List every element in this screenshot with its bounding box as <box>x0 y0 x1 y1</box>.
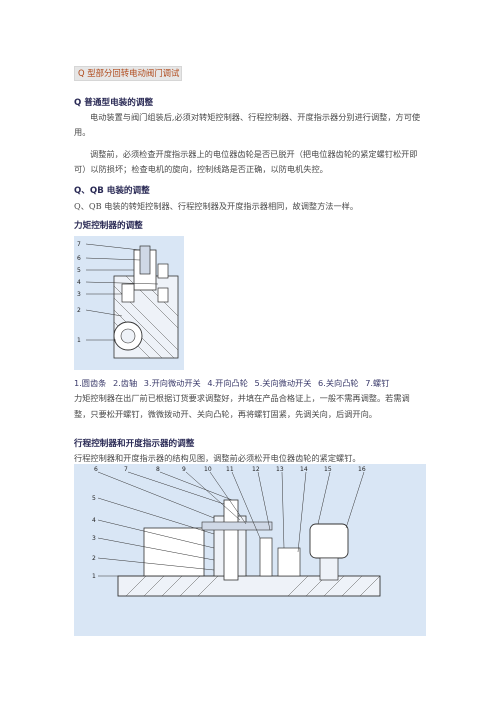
page-title: Q 型部分回转电动阀门调试 <box>74 66 182 81</box>
travel-controller-figure: 6 7 8 9 10 11 12 13 14 15 16 5 4 3 2 1 <box>74 464 426 636</box>
callout-3: 3 <box>92 535 96 542</box>
callout-9: 9 <box>182 466 186 473</box>
callout-12: 12 <box>252 466 260 473</box>
caption-item-6: 6.关向凸轮 <box>318 378 359 388</box>
caption-item-5: 5.关向微动开关 <box>254 378 312 388</box>
section-heading-q-qb: Q、QB 电装的调整 <box>74 186 150 196</box>
callout-8: 8 <box>156 466 160 473</box>
callout-13: 13 <box>276 466 284 473</box>
callout-16: 16 <box>358 466 366 473</box>
paragraph-q-qb: Q、QB 电装的转矩控制器、行程控制器及开度指示器相同，故调整方法一样。 <box>74 201 359 211</box>
callout-7: 7 <box>124 466 128 473</box>
travel-controller-drawing: 6 7 8 9 10 11 12 13 14 15 16 5 4 3 2 1 <box>92 466 381 597</box>
callout-6: 6 <box>77 255 81 262</box>
paragraph-travel: 行程控制器和开度指示器的结构见图，调整前必须松开电位器齿轮的紧定螺钉。 <box>74 453 361 463</box>
caption-item-4: 4.开向凸轮 <box>207 378 248 388</box>
callout-3: 3 <box>77 291 81 298</box>
section-heading-torque: 力矩控制器的调整 <box>74 221 143 231</box>
caption-item-3: 3.开向微动开关 <box>143 378 201 388</box>
paragraph-torque-adjust: 力矩控制器在出厂前已根据订货要求调整好，并填在产品合格证上，一般不需再调整。若需… <box>74 393 410 419</box>
callout-14: 14 <box>300 466 308 473</box>
section-heading-travel: 行程控制器和开度指示器的调整 <box>74 439 195 449</box>
callout-1: 1 <box>92 573 96 580</box>
caption-item-1: 1.圆齿条 <box>74 378 107 388</box>
callout-1: 1 <box>77 337 81 344</box>
callout-4: 4 <box>77 279 81 286</box>
callout-2: 2 <box>92 555 96 562</box>
callout-15: 15 <box>324 466 332 473</box>
callout-5: 5 <box>92 495 96 502</box>
torque-controller-drawing: 7 6 5 4 3 2 1 <box>77 241 179 359</box>
callout-11: 11 <box>226 466 234 473</box>
paragraph-assembly: 电动装置与阀门组装后,必须对转矩控制器、行程控制器、开度指示器分别进行调整，方可… <box>74 112 421 137</box>
paragraph-pre-check: 调整前，必须检查开度指示器上的电位器齿轮是否已脱开（把电位器齿轮的紧定螺钉松开即… <box>74 149 418 174</box>
figure1-caption: 1.圆齿条 2.齿轴 3.开向微动开关 4.开向凸轮 5.关向微动开关 6.关向… <box>74 377 393 389</box>
callout-10: 10 <box>204 466 212 473</box>
callout-5: 5 <box>77 267 81 274</box>
section-heading-q-standard: Q 普通型电装的调整 <box>74 98 154 108</box>
callout-2: 2 <box>77 307 81 314</box>
caption-item-7: 7.螺钉 <box>365 378 390 388</box>
callout-4: 4 <box>92 517 96 524</box>
torque-controller-figure: 7 6 5 4 3 2 1 <box>74 236 184 370</box>
callout-6: 6 <box>94 466 98 473</box>
callout-7: 7 <box>77 241 81 248</box>
caption-item-2: 2.齿轴 <box>112 378 138 388</box>
